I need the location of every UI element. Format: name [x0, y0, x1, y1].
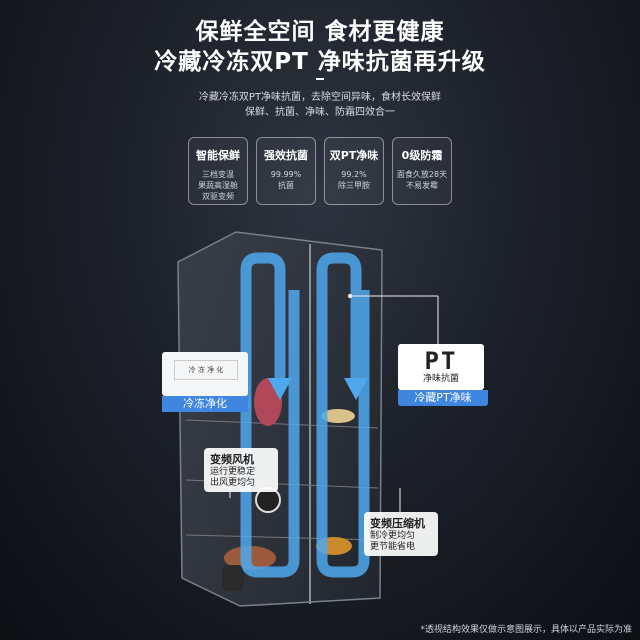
feature-desc-2: 不易发霉 — [406, 181, 438, 190]
shelf — [185, 534, 379, 541]
feature-desc: 99.2% 除三甲胺 — [325, 169, 383, 191]
feature-desc-1: 三档变温 — [202, 170, 234, 179]
pt-logo-text: PT — [424, 347, 458, 375]
feature-desc: 三档变温 果蔬高湿舱 双驱变频 — [189, 169, 247, 202]
compressor-callout: 变频压缩机 制冷更均匀 更节能省电 — [364, 512, 438, 556]
airflow-arrowhead-right — [344, 378, 368, 400]
feature-desc-1: 面食久放28天 — [396, 170, 448, 179]
divider — [316, 78, 324, 80]
fan-callout-desc-1: 运行更稳定 — [210, 467, 256, 477]
feature-desc-1: 99.2% — [341, 170, 367, 179]
feature-card-smart-fresh: 智能保鲜 三档变温 果蔬高湿舱 双驱变频 — [188, 137, 248, 205]
freezer-purifier-module: 冷 冻 净 化 — [162, 352, 248, 396]
feature-desc-3: 双驱变频 — [202, 192, 234, 201]
shelf — [185, 419, 379, 429]
compressor-icon — [222, 565, 244, 591]
fridge-body — [177, 231, 383, 607]
pt-logo-subtext: 净味抗菌 — [422, 374, 459, 384]
pt-purifier-module: PT 净味抗菌 — [398, 344, 484, 390]
feature-card-anti-frost: 0级防霜 面食久放28天 不易发霉 — [392, 137, 452, 205]
compressor-callout-desc-1: 制冷更均匀 — [370, 531, 416, 541]
feature-card-antibacterial: 强效抗菌 99.99% 抗菌 — [256, 137, 316, 205]
pt-leader-dot — [348, 294, 352, 298]
headline-line-2: 冷藏冷冻双PT 净味抗菌再升级 — [154, 49, 486, 75]
fan-callout: 变频风机 运行更稳定 出风更均匀 — [204, 448, 278, 492]
feature-desc: 面食久放28天 不易发霉 — [393, 169, 451, 191]
subtitle-line-2: 保鲜、抗菌、净味、防霜四效合一 — [245, 107, 395, 118]
feature-desc: 99.99% 抗菌 — [257, 169, 315, 191]
feature-desc-1: 99.99% — [270, 170, 302, 179]
airflow-arrowhead-left — [268, 378, 292, 400]
footnote: *透视结构效果仅做示意图展示，具体以产品实际为准 — [420, 625, 632, 635]
fan-callout-title: 变频风机 — [210, 453, 254, 466]
headline-line-1: 保鲜全空间 食材更健康 — [195, 19, 445, 45]
compressor-callout-desc-2: 更节能省电 — [370, 542, 416, 552]
freezer-purifier-label: 冷冻净化 — [162, 396, 248, 412]
feature-title: 0级防霜 — [401, 149, 443, 162]
feature-title: 强效抗菌 — [264, 149, 308, 162]
airflow-arrow-right — [316, 252, 370, 578]
feature-card-double-pt: 双PT净味 99.2% 除三甲胺 — [324, 137, 384, 205]
feature-desc-2: 抗菌 — [278, 181, 294, 190]
feature-title: 双PT净味 — [329, 149, 379, 162]
feature-desc-2: 果蔬高湿舱 — [198, 181, 238, 190]
fan-callout-desc-2: 出风更均匀 — [210, 478, 256, 488]
feature-desc-2: 除三甲胺 — [338, 181, 370, 190]
airflow-arrow-left — [240, 252, 300, 578]
subtitle-line-1: 冷藏冷冻双PT净味抗菌，去除空间异味，食材长效保鲜 — [198, 92, 442, 103]
compressor-callout-title: 变频压缩机 — [370, 517, 425, 530]
freezer-module-inner-label: 冷 冻 净 化 — [174, 360, 238, 380]
pt-purifier-label: 冷藏PT净味 — [398, 390, 488, 406]
food-bowl-icon — [321, 409, 355, 423]
feature-title: 智能保鲜 — [196, 149, 240, 162]
